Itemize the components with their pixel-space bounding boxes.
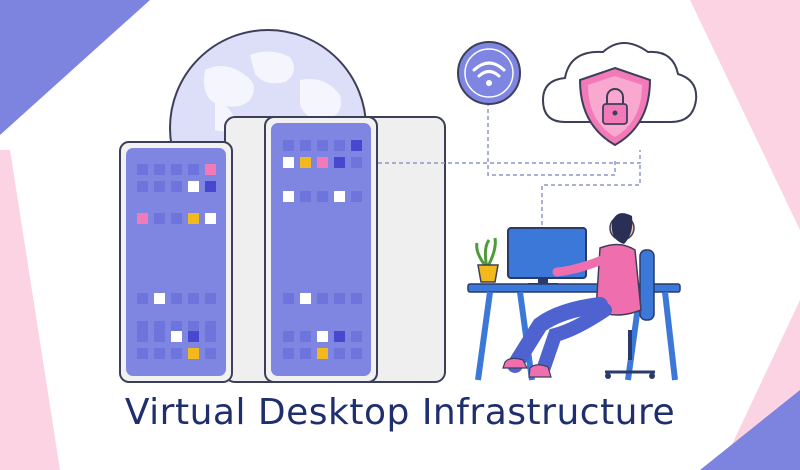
- person: [502, 213, 642, 378]
- server-light: [188, 331, 199, 342]
- server-light: [154, 213, 165, 224]
- server-light: [317, 140, 328, 151]
- server-light: [154, 164, 165, 175]
- server-light: [154, 293, 165, 304]
- server-light: [283, 331, 294, 342]
- monitor-icon: [507, 227, 587, 286]
- server-light: [171, 331, 182, 342]
- server-light: [283, 140, 294, 151]
- server-light: [188, 164, 199, 175]
- server-right: [264, 116, 378, 383]
- server-light: [283, 348, 294, 359]
- page-title: Virtual Desktop Infrastructure: [124, 392, 676, 433]
- server-light: [351, 293, 362, 304]
- server-light: [154, 181, 165, 192]
- server-right-lights: [283, 140, 362, 359]
- server-light: [300, 348, 311, 359]
- server-light: [351, 191, 362, 202]
- server-light: [154, 321, 165, 332]
- server-light: [300, 140, 311, 151]
- connection-lines: [378, 102, 641, 225]
- server-light: [317, 331, 328, 342]
- server-light: [205, 293, 216, 304]
- shield-lock-icon: [578, 66, 652, 147]
- server-light: [317, 348, 328, 359]
- server-light: [334, 191, 345, 202]
- server-light: [334, 293, 345, 304]
- server-light: [205, 321, 216, 332]
- server-light: [317, 293, 328, 304]
- server-light: [137, 181, 148, 192]
- server-light: [283, 157, 294, 168]
- server-light: [188, 213, 199, 224]
- server-light: [205, 164, 216, 175]
- server-light: [171, 181, 182, 192]
- server-light: [171, 164, 182, 175]
- server-light: [334, 331, 345, 342]
- server-light: [205, 348, 216, 359]
- wifi-icon: [457, 41, 521, 105]
- server-light: [171, 213, 182, 224]
- plant-icon: [475, 237, 499, 283]
- server-light: [283, 191, 294, 202]
- server-light: [205, 181, 216, 192]
- server-light: [171, 293, 182, 304]
- server-light: [137, 321, 148, 332]
- server-light: [300, 157, 311, 168]
- server-light: [171, 321, 182, 332]
- server-light: [334, 157, 345, 168]
- corner-pink-top-right: [690, 0, 800, 230]
- server-light: [137, 348, 148, 359]
- corner-blue-top-left: [0, 0, 150, 135]
- server-light: [188, 181, 199, 192]
- server-light: [334, 140, 345, 151]
- server-light: [205, 331, 216, 342]
- server-left: [119, 141, 233, 383]
- server-light: [154, 348, 165, 359]
- server-light: [300, 191, 311, 202]
- server-light: [317, 157, 328, 168]
- server-light: [351, 331, 362, 342]
- chair-icon: [605, 249, 655, 379]
- server-light: [137, 331, 148, 342]
- corner-pink-left: [0, 150, 60, 470]
- server-light: [300, 331, 311, 342]
- server-light: [205, 213, 216, 224]
- server-light: [300, 293, 311, 304]
- server-light: [137, 293, 148, 304]
- server-light: [351, 157, 362, 168]
- server-light: [188, 348, 199, 359]
- server-left-lights: [137, 164, 216, 359]
- server-light: [171, 348, 182, 359]
- server-light: [334, 348, 345, 359]
- server-light: [283, 293, 294, 304]
- server-light: [137, 213, 148, 224]
- corner-blue-bottom-right: [700, 390, 800, 470]
- server-light: [154, 331, 165, 342]
- server-light: [351, 348, 362, 359]
- server-light: [188, 321, 199, 332]
- server-light: [351, 140, 362, 151]
- server-light: [317, 191, 328, 202]
- server-light: [137, 164, 148, 175]
- server-light: [188, 293, 199, 304]
